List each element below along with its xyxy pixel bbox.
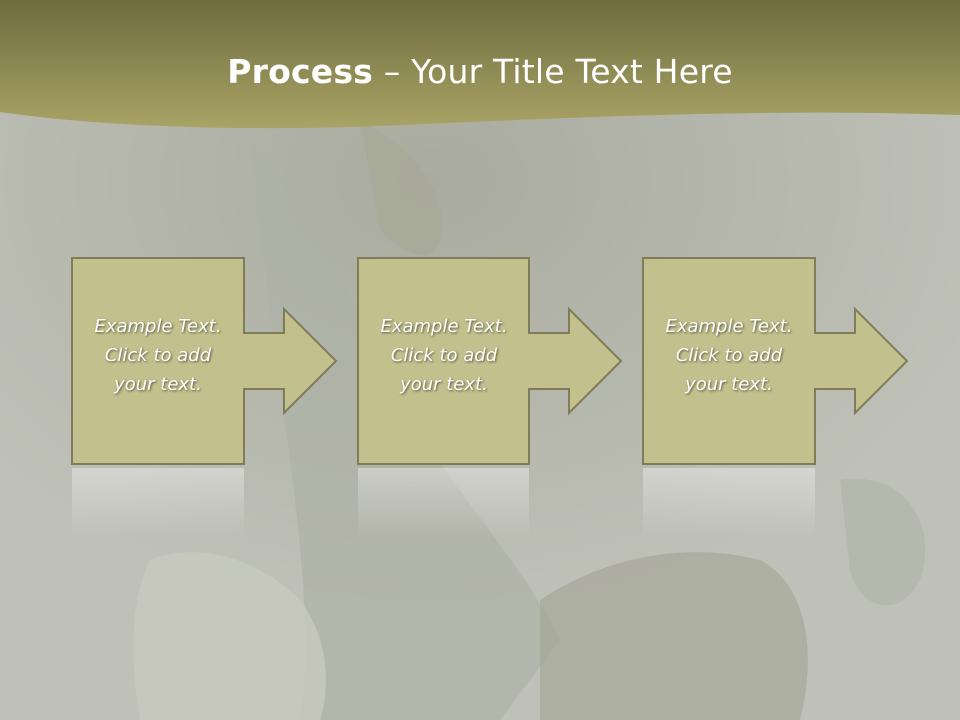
title-rest: – Your Title Text Here [373,52,733,91]
step-arrow-shape [642,257,909,538]
step-text[interactable]: Example Text. Click to add your text. [94,316,222,395]
step-text[interactable]: Example Text. Click to add your text. [665,316,793,395]
step-arrow-shape [357,257,623,538]
title-band [0,0,960,129]
process-step-2[interactable]: Example Text. Click to add your text. [357,257,637,547]
step-text[interactable]: Example Text. Click to add your text. [380,316,508,395]
process-step-1[interactable]: Example Text. Click to add your text. [71,257,351,547]
step-arrow-shape [71,257,338,538]
slide-title[interactable]: Process – Your Title Text Here [0,52,960,91]
title-bold: Process [227,52,374,91]
process-step-3[interactable]: Example Text. Click to add your text. [642,257,922,547]
